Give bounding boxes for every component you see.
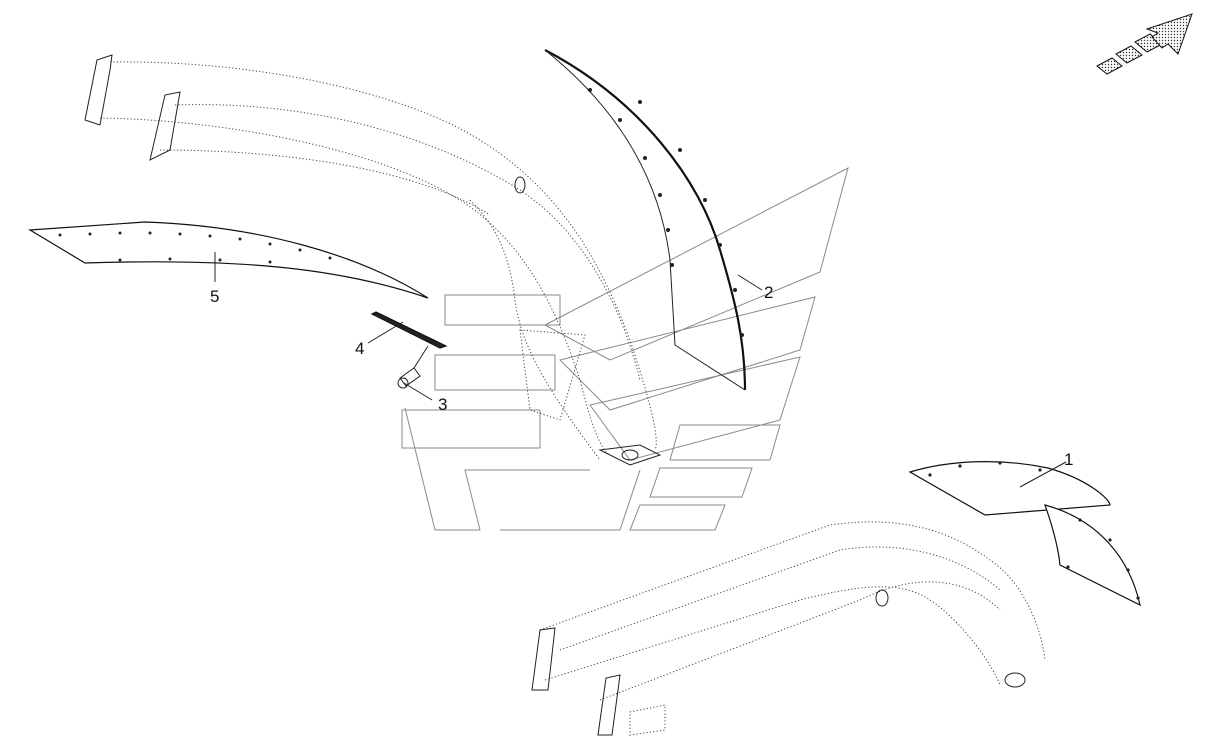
- part-3-bolt-icon: [397, 345, 429, 389]
- callout-1: 1: [1064, 450, 1073, 469]
- watermark-logo: [401, 167, 849, 531]
- part-5-flap: [28, 221, 429, 299]
- callout-2: 2: [764, 283, 773, 302]
- part-1-panel: [908, 461, 1141, 607]
- part-4-strip: [370, 311, 448, 349]
- part-2-curved-strip: [544, 49, 747, 391]
- fender-assembly-upper: [84, 54, 662, 466]
- callout-4: 4: [355, 339, 364, 358]
- direction-arrow-icon: [1096, 13, 1193, 75]
- callout-5: 5: [210, 287, 219, 306]
- callout-leaders: [214, 252, 1067, 488]
- callout-3: 3: [438, 395, 447, 414]
- fender-assembly-lower: [531, 521, 1046, 736]
